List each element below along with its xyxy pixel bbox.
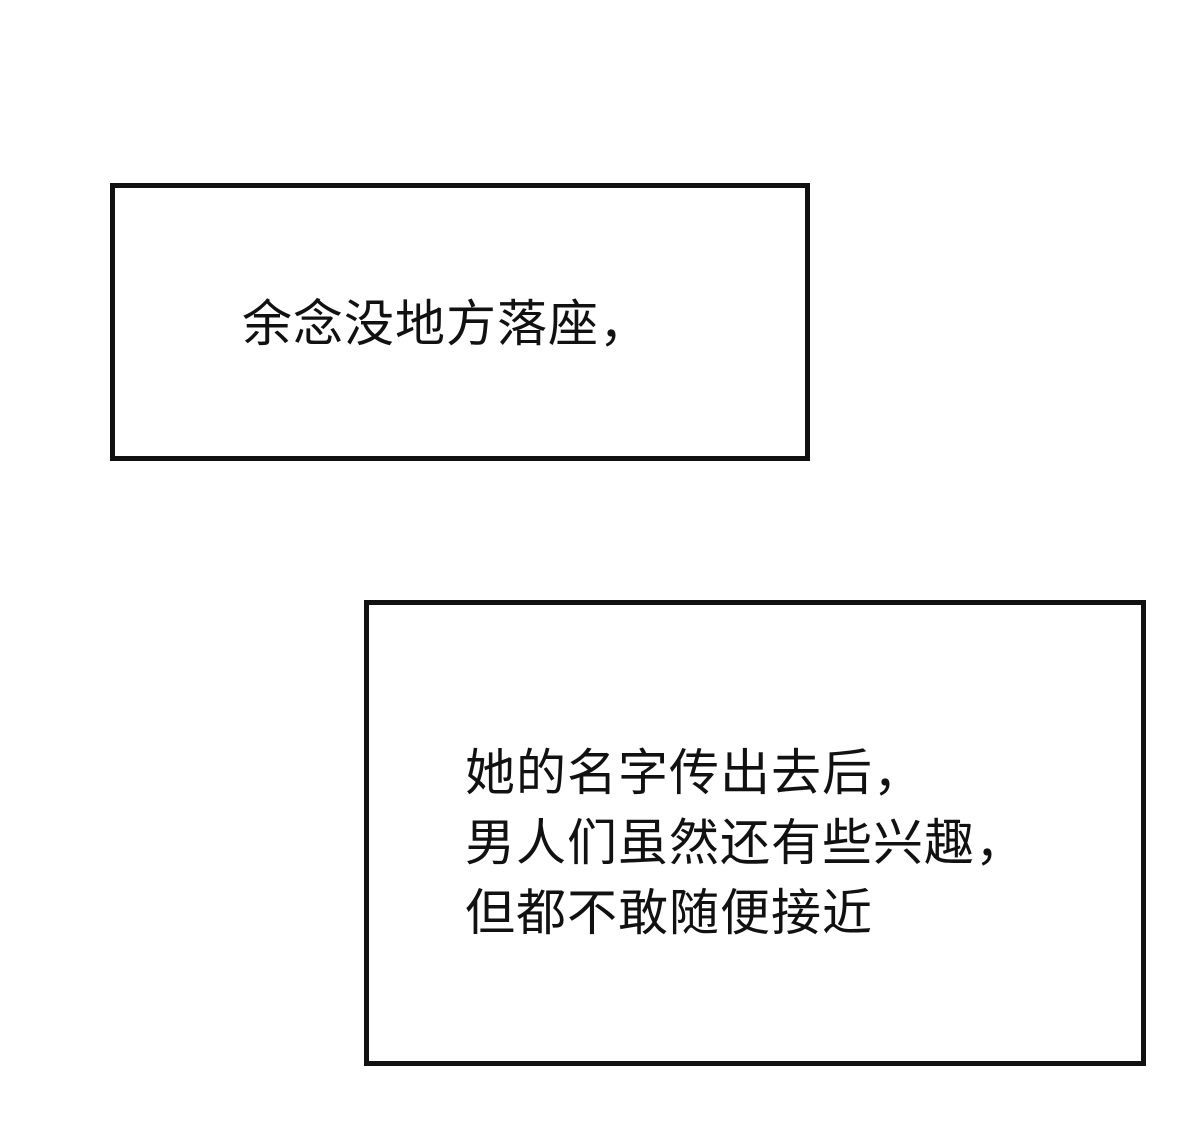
caption-text-line: 但都不敢随便接近 [465,884,873,942]
caption-text-line: 男人们虽然还有些兴趣， [465,814,1026,872]
caption-text-line: 余念没地方落座， [242,295,650,353]
caption-box-1: 余念没地方落座， [110,183,810,461]
caption-text-line: 她的名字传出去后， [465,744,924,802]
caption-box-2: 她的名字传出去后， 男人们虽然还有些兴趣， 但都不敢随便接近 [364,600,1146,1066]
